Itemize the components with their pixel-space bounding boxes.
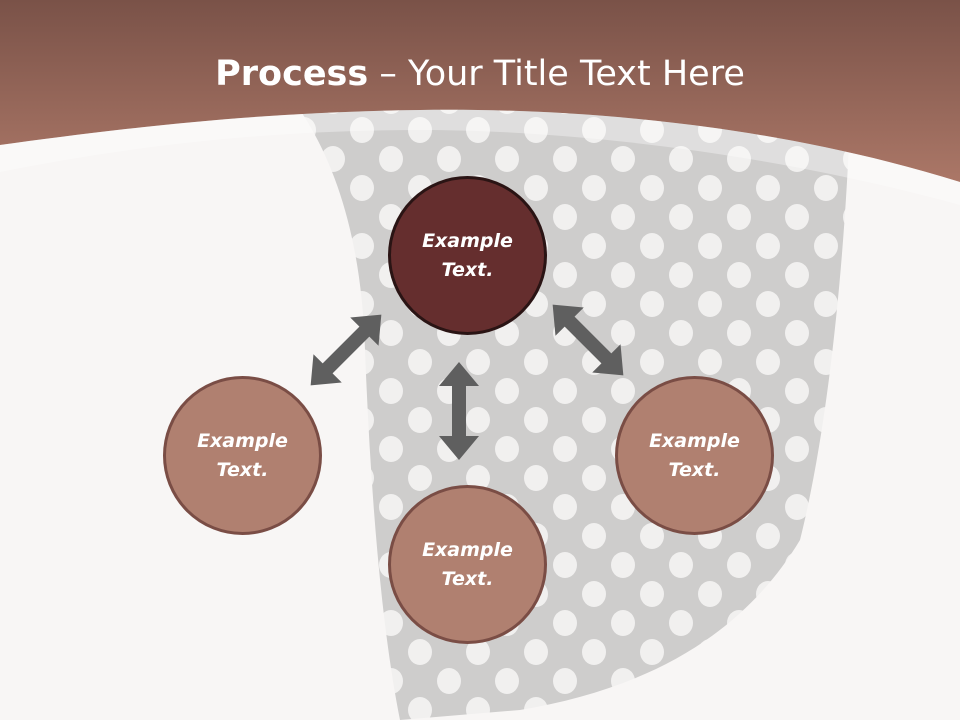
node-bottom-text: Example Text.: [422, 538, 513, 590]
process-node-right: Example Text.: [615, 376, 774, 535]
process-node-left: Example Text.: [163, 376, 322, 535]
header-band: [0, 0, 960, 182]
title-rest: – Your Title Text Here: [368, 54, 745, 94]
node-right-text: Example Text.: [649, 429, 740, 481]
title-bold: Process: [215, 54, 369, 94]
node-left-text: Example Text.: [197, 429, 288, 481]
double-headed-arrow-icon: [439, 362, 479, 460]
double-headed-arrow-icon: [552, 304, 624, 376]
process-node-top: Example Text.: [388, 176, 547, 335]
header-swoosh: [0, 109, 960, 205]
process-node-bottom: Example Text.: [388, 485, 547, 644]
double-headed-arrow-icon: [310, 314, 382, 386]
node-top-text: Example Text.: [422, 229, 513, 281]
slide-title: Process – Your Title Text Here: [0, 52, 960, 96]
